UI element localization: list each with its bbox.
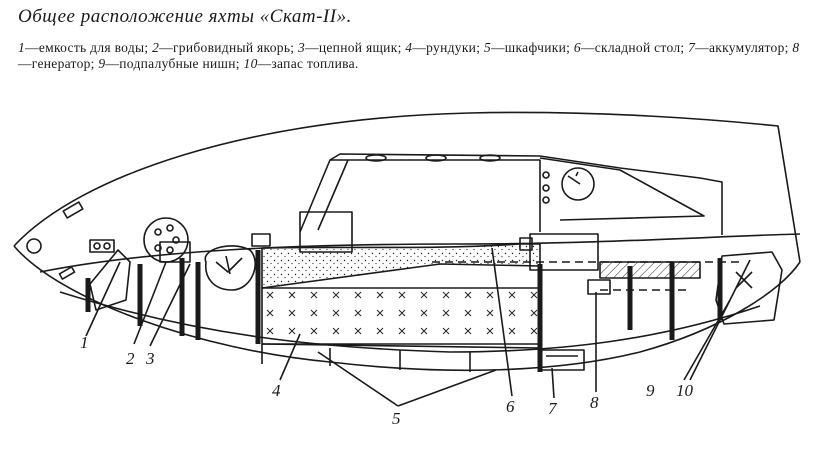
fuel-tank	[715, 251, 783, 325]
deckhouse	[299, 153, 723, 235]
water-tank	[89, 249, 131, 311]
generator-box	[529, 233, 599, 271]
legend-item: 9—подпалубные нишн;	[98, 56, 244, 71]
callout-9: 9	[646, 381, 655, 400]
callout-4: 4	[272, 381, 281, 400]
legend-item: 7—аккумулятор;	[688, 40, 793, 55]
callout-3: 3	[145, 349, 155, 368]
legend-item: 5—шкафчики;	[483, 40, 574, 55]
legend-item: 8—генератор;	[18, 40, 800, 71]
callout-8: 8	[590, 393, 599, 412]
chain-locker	[204, 245, 256, 291]
callout-10: 10	[676, 381, 694, 400]
legend-item: 3—цепной ящик;	[298, 40, 406, 55]
callout-1: 1	[80, 333, 89, 352]
callout-6: 6	[506, 397, 515, 416]
callout-2: 2	[126, 349, 135, 368]
callout-7: 7	[548, 399, 558, 418]
legend-item: 6—складной стол;	[573, 40, 689, 55]
legend-item: 10—запас топлива.	[243, 56, 359, 71]
callout-5: 5	[392, 409, 401, 428]
figure-title: Общее расположение яхты «Скат-II».	[18, 6, 352, 27]
legend-item: 4—рундуки;	[405, 40, 484, 55]
hull-upper-outline	[13, 111, 801, 263]
lockers-4	[261, 287, 541, 345]
bunk-mattress	[261, 243, 541, 289]
figure-legend: 1—емкость для воды; 2—грибовидный якорь;…	[18, 40, 808, 72]
hull-lower-outline	[13, 245, 801, 372]
legend-item: 1—емкость для воды;	[18, 40, 153, 55]
legend-item: 2—грибовидный якорь;	[152, 40, 298, 55]
